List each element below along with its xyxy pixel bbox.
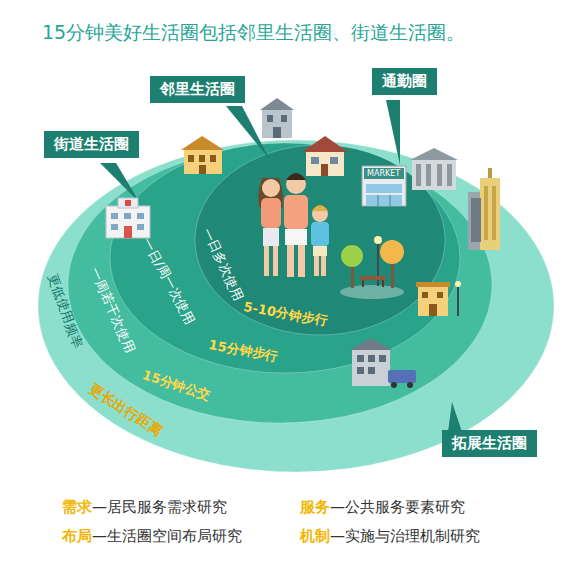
shop-sign: MARKET — [367, 170, 400, 178]
hospital-icon — [106, 198, 150, 238]
research-keyword: 服务 — [300, 498, 330, 518]
research-item: 需求—居民服务需求研究 — [62, 498, 227, 518]
building-icon — [416, 281, 461, 316]
ring-ellipse — [38, 140, 554, 472]
circle-tag: 拓展生活圈 — [442, 430, 537, 457]
research-keyword: 机制 — [300, 527, 330, 547]
circle-tag: 通勤圈 — [372, 68, 437, 95]
research-description: —居民服务需求研究 — [92, 498, 227, 518]
research-description: —实施与治理机制研究 — [330, 527, 480, 547]
research-description: —生活圈空间布局研究 — [92, 527, 242, 547]
building-icon — [260, 98, 294, 138]
callout-pointer — [448, 402, 462, 432]
house-icon — [302, 136, 348, 176]
circle-tag: 街道生活圈 — [44, 131, 139, 158]
research-item: 机制—实施与治理机制研究 — [300, 527, 480, 547]
building-icon — [181, 136, 224, 174]
research-item: 服务—公共服务要素研究 — [300, 498, 465, 518]
research-keyword: 布局 — [62, 527, 92, 547]
circle-tag: 邻里生活圈 — [150, 76, 245, 103]
callout-pointer — [386, 100, 400, 165]
tower-icon — [468, 168, 500, 250]
building-icon — [410, 148, 458, 190]
market-icon — [362, 166, 406, 206]
building-icon — [350, 338, 416, 388]
research-item: 布局—生活圈空间布局研究 — [62, 527, 242, 547]
family-figure — [258, 173, 329, 277]
title: 15分钟美好生活圈包括邻里生活圈、街道生活圈。 — [42, 20, 465, 46]
research-description: —公共服务要素研究 — [330, 498, 465, 518]
park-icon — [340, 236, 404, 299]
ring-ellipse — [195, 145, 445, 335]
ring-ellipse — [110, 143, 460, 373]
callout-pointer — [100, 163, 140, 203]
circle-ring: 一日/周一次使用15分钟步行街道生活圈一日多次使用5-10分钟步行邻里生活圈 — [110, 143, 460, 373]
research-keyword: 需求 — [62, 498, 92, 518]
